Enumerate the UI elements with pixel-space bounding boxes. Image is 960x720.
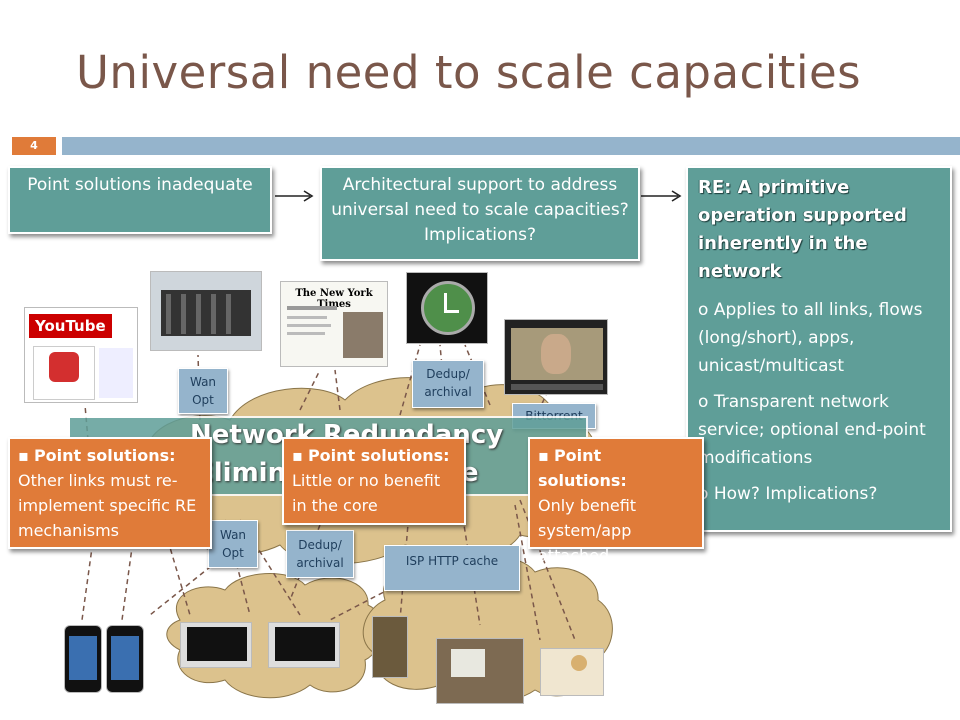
wan-opt-label-bottom: Wan Opt bbox=[208, 520, 258, 568]
isp-http-cache-label: ISP HTTP cache bbox=[384, 545, 520, 591]
callout-marker: ▪ bbox=[18, 446, 29, 465]
wan-opt-label-top: Wan Opt bbox=[178, 368, 228, 414]
beijing-logo bbox=[33, 346, 95, 400]
page-number-badge: 4 bbox=[12, 137, 56, 155]
re-primitive-box: RE: A primitive operation supported inhe… bbox=[686, 166, 952, 532]
video-player-screenshot bbox=[504, 319, 608, 395]
nytimes-screenshot: The New York Times bbox=[280, 281, 388, 367]
callout-core: ▪ Point solutions: Little or no benefit … bbox=[282, 437, 466, 525]
user-photo-3 bbox=[540, 648, 604, 696]
re-point-3-text: How? Implications? bbox=[713, 484, 878, 504]
time-machine-icon bbox=[406, 272, 488, 344]
datacenter-photo bbox=[150, 271, 262, 351]
re-point-2: o Transparent network service; optional … bbox=[698, 388, 940, 472]
bullet-marker: o bbox=[698, 392, 709, 412]
user-photo-2 bbox=[436, 638, 524, 704]
iphone-1 bbox=[64, 625, 102, 693]
nyt-masthead: The New York Times bbox=[295, 288, 373, 310]
re-point-3: o How? Implications? bbox=[698, 480, 940, 508]
header-bar bbox=[62, 137, 960, 155]
callout-other-links: ▪ Point solutions: Other links must re-i… bbox=[8, 437, 212, 549]
point-solutions-box: Point solutions inadequate bbox=[8, 166, 272, 234]
slide-title: Universal need to scale capacities bbox=[76, 46, 862, 99]
bullet-marker: o bbox=[698, 300, 709, 320]
re-point-2-text: Transparent network service; optional en… bbox=[698, 392, 926, 468]
re-point-1-text: Applies to all links, flows (long/short)… bbox=[698, 300, 923, 376]
callout-body: Only benefit system/app attached bbox=[538, 496, 637, 565]
re-point-1: o Applies to all links, flows (long/shor… bbox=[698, 296, 940, 380]
dedup-label-bottom: Dedup/ archival bbox=[286, 530, 354, 578]
youtube-screenshot: YouTube bbox=[24, 307, 138, 403]
dedup-label-top: Dedup/ archival bbox=[412, 360, 484, 408]
re-heading: RE: A primitive operation supported inhe… bbox=[698, 177, 907, 282]
callout-body: Other links must re-implement specific R… bbox=[18, 471, 197, 540]
iphone-2 bbox=[106, 625, 144, 693]
architectural-support-text: Architectural support to address univers… bbox=[331, 175, 629, 245]
callout-marker: ▪ bbox=[292, 446, 303, 465]
laptop-2 bbox=[268, 622, 340, 668]
callout-marker: ▪ bbox=[538, 446, 549, 465]
callout-heading: ▪ Point solutions: bbox=[538, 446, 627, 490]
user-photo-1 bbox=[372, 616, 408, 678]
flow-arrows bbox=[275, 190, 682, 202]
callout-heading: ▪ Point solutions: bbox=[18, 446, 176, 465]
callout-system-app: ▪ Point solutions: Only benefit system/a… bbox=[528, 437, 704, 565]
architectural-support-box: Architectural support to address univers… bbox=[320, 166, 640, 261]
callout-heading: ▪ Point solutions: bbox=[292, 446, 450, 465]
youtube-logo: YouTube bbox=[29, 314, 112, 338]
laptop-1 bbox=[180, 622, 252, 668]
point-solutions-text: Point solutions inadequate bbox=[27, 175, 253, 195]
callout-body: Little or no benefit in the core bbox=[292, 471, 441, 515]
